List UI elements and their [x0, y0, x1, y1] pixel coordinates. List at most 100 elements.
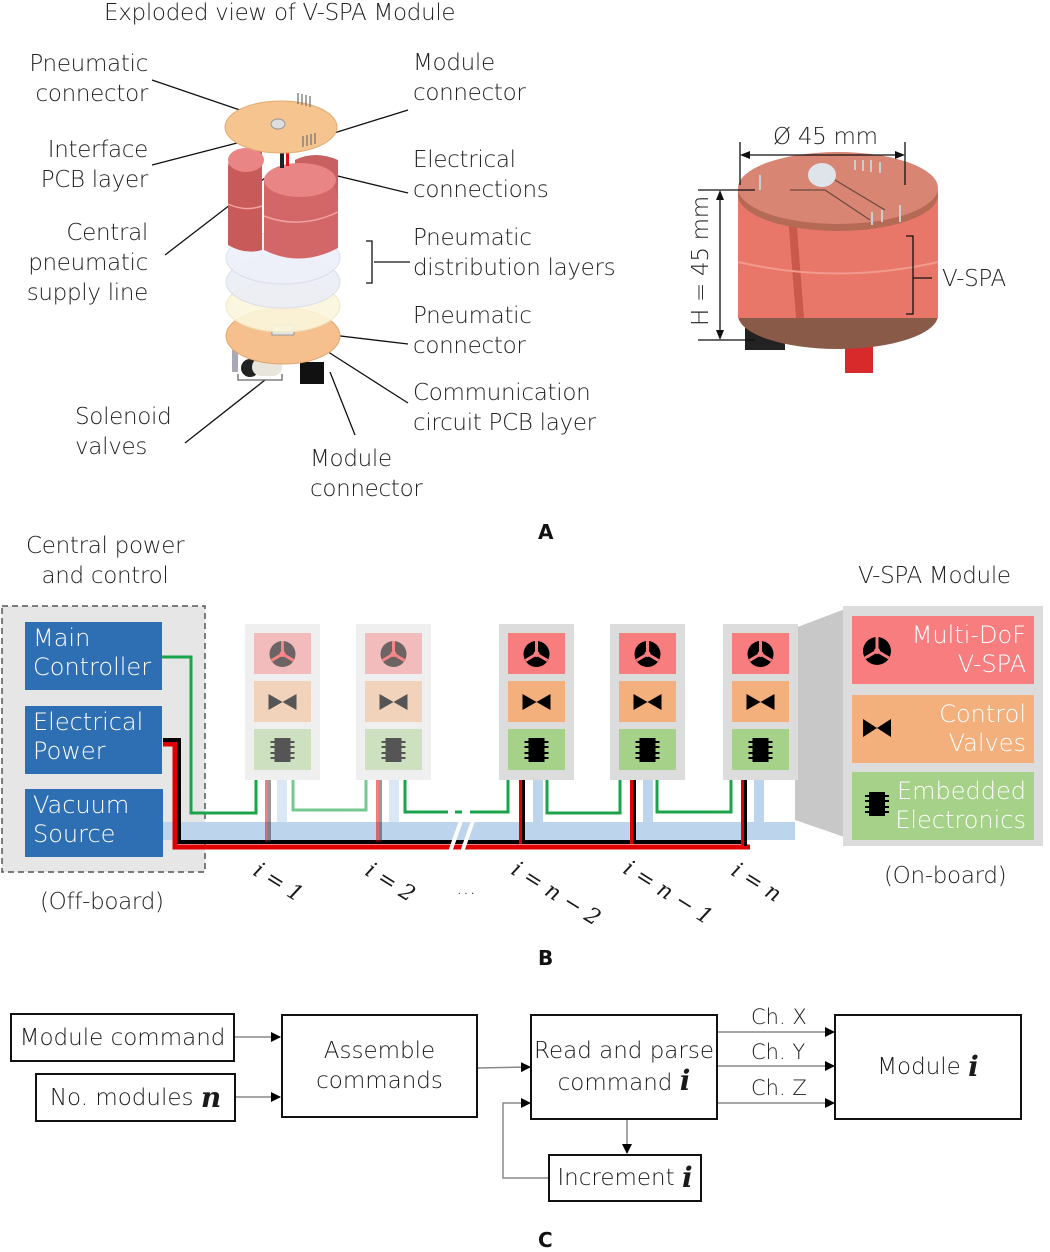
- label-line: Solenoid: [75, 404, 172, 430]
- label-line: Multi-DoF: [911, 621, 1026, 649]
- actuator-icon: [269, 641, 296, 667]
- valve-icon: [746, 694, 775, 710]
- valve-icon: [268, 694, 297, 710]
- module-stack: [356, 624, 431, 780]
- label-distribution-layers: Pneumatic distribution layers: [413, 223, 616, 283]
- chip-icon: [748, 738, 773, 762]
- chip-icon: [524, 738, 549, 762]
- label-line: Electrical: [413, 147, 516, 173]
- label-line: Assemble: [323, 1038, 436, 1064]
- label-line: and control: [41, 563, 169, 589]
- label-line: Module: [413, 50, 495, 76]
- variable-n: n: [200, 1080, 222, 1114]
- vacuum-risers: [277, 780, 764, 825]
- read-parse-command-box: Read and parse command i: [530, 1014, 718, 1120]
- label-line: connector: [413, 80, 526, 106]
- panel-letter-a: A: [538, 520, 554, 544]
- chip-icon: [865, 792, 889, 816]
- label-line: Controller: [33, 653, 152, 681]
- label-line: supply line: [26, 280, 149, 306]
- valve-icon: [522, 694, 551, 710]
- variable-i: i: [968, 1050, 979, 1083]
- label-line: Central power: [26, 533, 185, 559]
- label-line: Module: [310, 446, 392, 472]
- variable-i: i: [679, 1064, 691, 1097]
- variable-i: i: [681, 1161, 693, 1194]
- legend-multi-dof-vspa: Multi-DoF V-SPA: [852, 616, 1034, 684]
- valve-cell: [619, 681, 676, 722]
- label-line: commands: [316, 1068, 443, 1094]
- module-stack: [245, 624, 320, 780]
- exploded-view-title: Exploded view of V-SPA Module: [104, 0, 456, 26]
- box-label: Module: [877, 1054, 961, 1080]
- module-command-box: Module command: [10, 1013, 235, 1062]
- label-line: Pneumatic: [413, 303, 532, 329]
- label-line: Interface: [47, 137, 149, 163]
- label-interface-pcb: Interface PCB layer: [40, 135, 149, 195]
- module-stack: [610, 624, 685, 780]
- vspa-module-title: V-SPA Module: [858, 563, 1011, 589]
- vspa-chambers: [227, 148, 339, 259]
- label-line: Pneumatic: [413, 225, 532, 251]
- valve-icon: [633, 694, 662, 710]
- label-line: connections: [413, 177, 549, 203]
- label-line: Electronics: [895, 806, 1026, 834]
- actuator-icon: [380, 641, 407, 667]
- module-stack: [723, 624, 798, 780]
- main-controller-box: Main Controller: [25, 622, 162, 690]
- label-line: V-SPA: [957, 650, 1026, 678]
- panel-letter-c: C: [538, 1228, 553, 1252]
- signal-lines: [162, 655, 733, 815]
- valve-icon: [379, 694, 408, 710]
- actuator-icon: [523, 641, 550, 667]
- chip-icon: [635, 738, 660, 762]
- central-supply-line: [280, 140, 284, 168]
- label-line: PCB layer: [40, 167, 149, 193]
- valve-cell: [732, 681, 789, 722]
- label-line: circuit PCB layer: [413, 410, 596, 436]
- channel-x-label: Ch. X: [751, 1005, 807, 1029]
- increment-box: Increment i: [548, 1154, 702, 1202]
- box-label: command: [557, 1070, 673, 1096]
- label-line: Communication: [413, 380, 591, 406]
- label-line: Power: [33, 737, 106, 765]
- chip-icon: [381, 738, 406, 762]
- vspa-label: V-SPA: [942, 266, 1006, 292]
- label-line: Electrical: [33, 708, 144, 736]
- valve-cell: [254, 681, 311, 722]
- label-central-supply-line: Central pneumatic supply line: [26, 218, 149, 308]
- module-photo: [737, 152, 939, 373]
- legend-icons: [863, 637, 891, 816]
- label-line: Main: [33, 624, 91, 652]
- vacuum-bus: [163, 822, 795, 840]
- label-line: connector: [35, 81, 148, 107]
- label-line: valves: [75, 434, 148, 460]
- label-electrical-connections: Electrical connections: [413, 145, 549, 205]
- box-label: Increment: [557, 1165, 675, 1191]
- label-communication-pcb: Communication circuit PCB layer: [413, 378, 596, 438]
- label-module-connector-top: Module connector: [413, 48, 526, 108]
- channel-y-label: Ch. Y: [751, 1040, 806, 1064]
- label-module-connector-bottom: Module connector: [310, 444, 423, 504]
- label-line: Pneumatic: [29, 51, 148, 77]
- vacuum-source-box: Vacuum Source: [25, 789, 163, 857]
- module-stack: [499, 624, 574, 780]
- label-line: Central: [66, 220, 148, 246]
- label-line: pneumatic: [28, 250, 148, 276]
- valve-icon: [863, 719, 891, 737]
- arrow-increment-loop: [502, 1098, 548, 1179]
- pneumatic-connector-top: [270, 118, 286, 130]
- label-line: Read and parse: [534, 1038, 714, 1064]
- diameter-dimension: Ø 45 mm: [773, 124, 878, 150]
- label-line: connector: [310, 476, 423, 502]
- power-risers: [265, 780, 747, 846]
- electrical-power-box: Electrical Power: [25, 706, 162, 774]
- valve-cell: [365, 681, 422, 722]
- dimension-lines: [698, 142, 932, 341]
- break-marks: [448, 817, 476, 853]
- label-line: Source: [33, 820, 116, 848]
- label-line: connector: [413, 333, 526, 359]
- module-i-box: Module i: [834, 1014, 1022, 1120]
- off-board-label: (Off-board): [40, 889, 164, 915]
